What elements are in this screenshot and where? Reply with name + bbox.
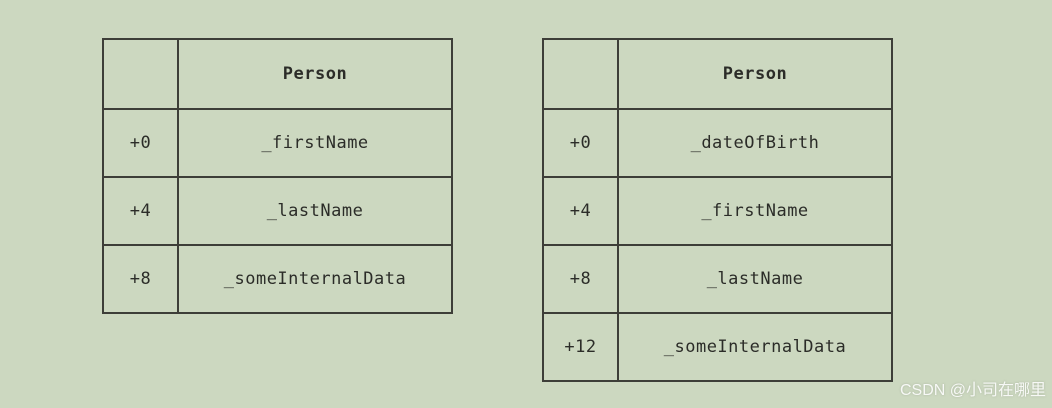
member-row: +4 _firstName xyxy=(544,176,891,244)
member-row: +4 _lastName xyxy=(104,176,451,244)
member-row: +0 _firstName xyxy=(104,108,451,176)
member-name: _someInternalData xyxy=(617,314,891,380)
header-offset-cell xyxy=(544,40,617,108)
header-offset-cell xyxy=(104,40,177,108)
offset-value: +12 xyxy=(564,337,597,357)
class-name: Person xyxy=(177,40,451,108)
class-name: Person xyxy=(617,40,891,108)
watermark: CSDN @小司在哪里 xyxy=(899,382,1046,399)
offset-value: +8 xyxy=(569,269,592,289)
memory-layout-table-left: Person +0 _firstName +4 _lastName +8 _so… xyxy=(102,38,453,314)
member-name: _firstName xyxy=(177,110,451,176)
table-header-row: Person xyxy=(544,40,891,108)
offset-value: +8 xyxy=(129,269,152,289)
member-row: +8 _lastName xyxy=(544,244,891,312)
offset-value: +0 xyxy=(569,133,592,153)
offset-value: +0 xyxy=(129,133,152,153)
table-header-row: Person xyxy=(104,40,451,108)
member-name: _lastName xyxy=(177,178,451,244)
memory-layout-table-right: Person +0 _dateOfBirth +4 _firstName +8 … xyxy=(542,38,893,382)
member-row: +8 _someInternalData xyxy=(104,244,451,312)
offset-value: +4 xyxy=(569,201,592,221)
member-row: +12 _someInternalData xyxy=(544,312,891,380)
member-name: _firstName xyxy=(617,178,891,244)
member-name: _lastName xyxy=(617,246,891,312)
member-row: +0 _dateOfBirth xyxy=(544,108,891,176)
member-name: _someInternalData xyxy=(177,246,451,312)
offset-value: +4 xyxy=(129,201,152,221)
member-name: _dateOfBirth xyxy=(617,110,891,176)
